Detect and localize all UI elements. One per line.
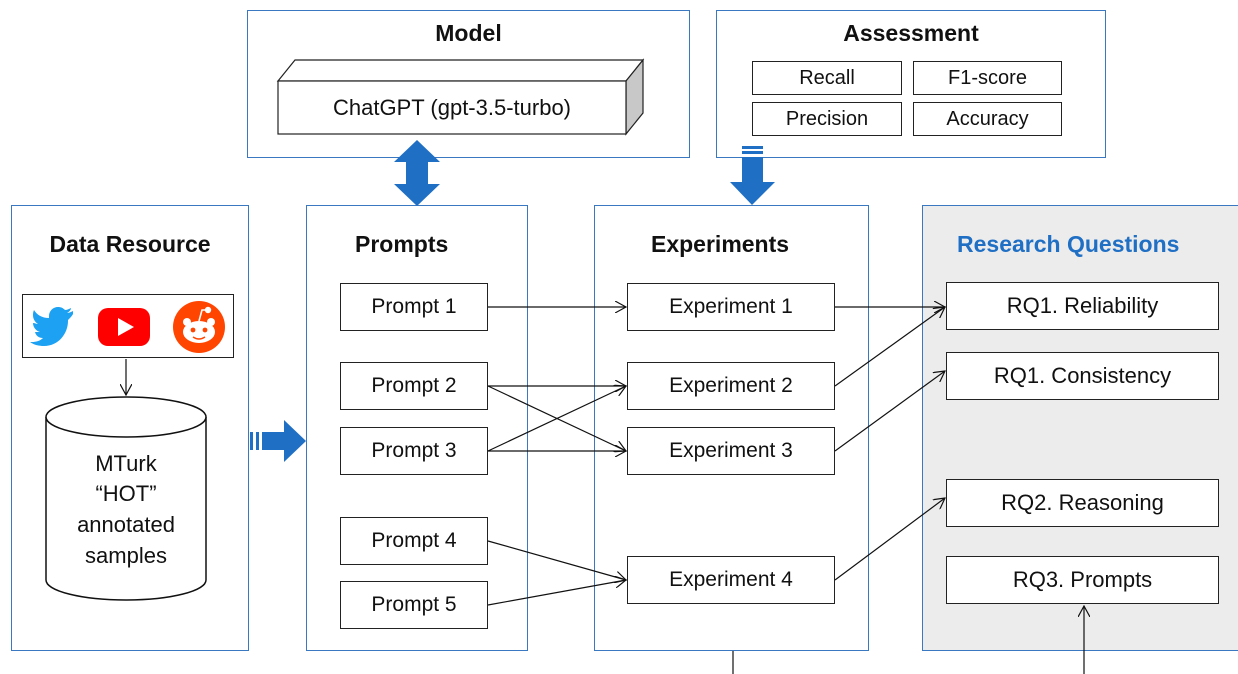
prompts-title: Prompts [355,231,449,257]
experiment-4-box: Experiment 4 [627,556,835,604]
data-resource-panel [11,205,249,651]
prompt-3-box: Prompt 3 [340,427,488,475]
metric-f1-score: F1-score [913,61,1062,95]
rq1-reliability-box: RQ1. Reliability [946,282,1219,330]
assessment-title: Assessment [843,20,979,46]
metric-accuracy: Accuracy [913,102,1062,136]
research-questions-title: Research Questions [957,231,1180,257]
social-media-sources [22,294,234,358]
rq1-consistency-box: RQ1. Consistency [946,352,1219,400]
data-resource-title: Data Resource [49,231,211,257]
prompt-5-box: Prompt 5 [340,581,488,629]
experiments-title: Experiments [651,231,790,257]
prompt-2-box: Prompt 2 [340,362,488,410]
experiment-2-box: Experiment 2 [627,362,835,410]
metric-recall: Recall [752,61,902,95]
experiment-3-box: Experiment 3 [627,427,835,475]
rq2-reasoning-box: RQ2. Reasoning [946,479,1219,527]
model-title: Model [435,20,502,46]
prompt-4-box: Prompt 4 [340,517,488,565]
experiment-1-box: Experiment 1 [627,283,835,331]
rq3-prompts-box: RQ3. Prompts [946,556,1219,604]
data-to-prompts-arrow [250,420,306,462]
prompt-1-box: Prompt 1 [340,283,488,331]
metric-precision: Precision [752,102,902,136]
